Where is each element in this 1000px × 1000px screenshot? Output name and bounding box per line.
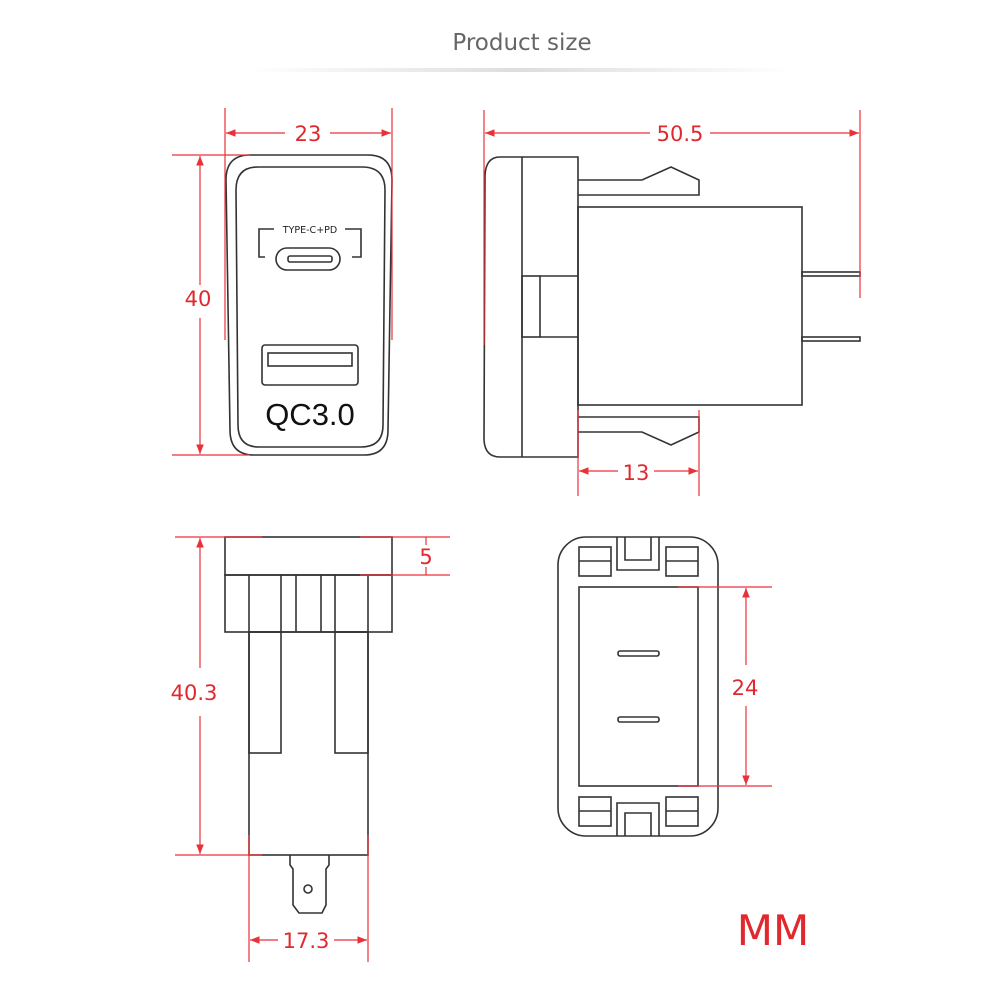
dim-flange: 5 [419, 545, 432, 569]
side-dimensions: 50.5 13 [483, 110, 861, 496]
dim-inner-height: 24 [732, 676, 759, 700]
dim-height: 40 [185, 287, 212, 311]
qc-label: QC3.0 [265, 397, 355, 432]
rear-dimensions: 24 [678, 586, 772, 787]
dim-width: 23 [295, 122, 322, 146]
dim-clip-length: 13 [623, 461, 650, 485]
front-dimensions: 23 40 [172, 108, 393, 456]
dim-body-height: 40.3 [171, 681, 218, 705]
usb-c-port [275, 247, 341, 271]
front-view: TYPE-C+PD QC3.0 [225, 154, 393, 456]
dim-length: 50.5 [657, 122, 704, 146]
title-divider [250, 68, 790, 72]
terminal-tab [289, 855, 330, 914]
bottom-dimensions: 40.3 5 17.3 [171, 536, 450, 962]
side-view [483, 156, 861, 458]
usb-a-port [261, 344, 359, 386]
rear-view [557, 536, 719, 837]
port-label: TYPE-C+PD [282, 225, 337, 236]
dim-body-width: 17.3 [283, 929, 330, 953]
unit-label: MM [737, 906, 809, 955]
bottom-view [224, 536, 393, 914]
page-title: Product size [452, 30, 591, 56]
